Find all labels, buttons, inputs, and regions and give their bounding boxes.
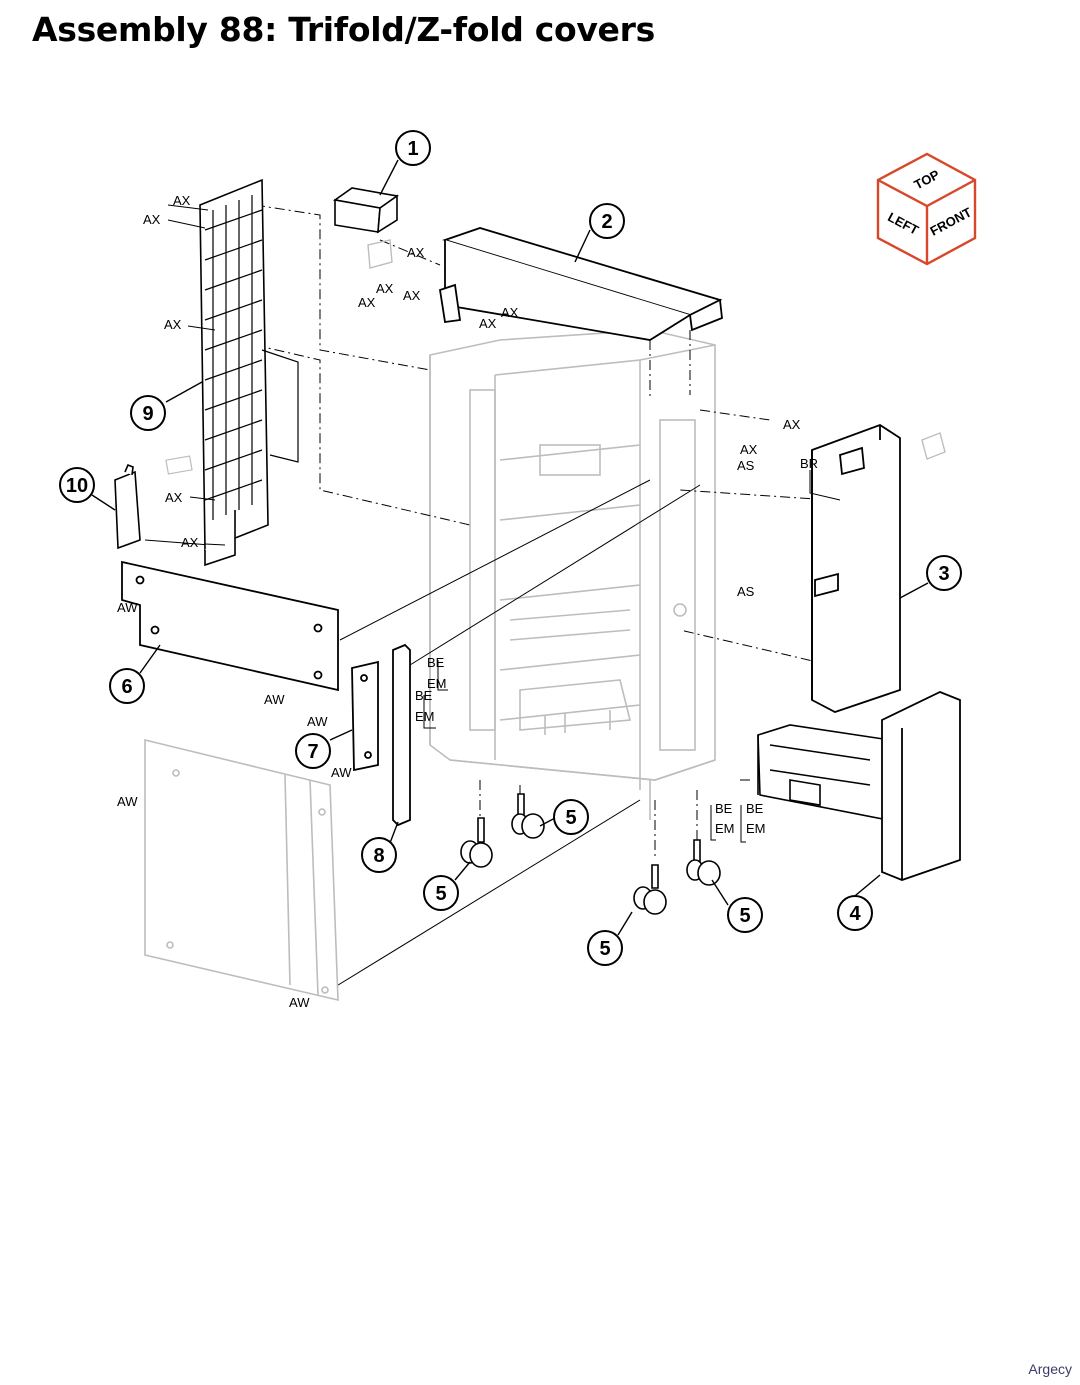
callout-3-circle (926, 555, 962, 591)
tag-aw: AW (307, 714, 328, 729)
callout-leaders (91, 159, 929, 936)
tag-be: BE (427, 655, 445, 670)
tag-ax: AX (173, 193, 191, 208)
callout-5c-circle (727, 897, 763, 933)
callout-circles (59, 130, 962, 966)
callout-1: 1 (407, 138, 418, 160)
part-2-top-cover (438, 227, 723, 341)
tag-ax: AX (403, 288, 421, 303)
tag-ax: AX (501, 305, 519, 320)
callout-numbers: 1 2 3 4 5 5 5 5 6 7 8 9 10 (66, 138, 950, 960)
part-7-plate (351, 660, 379, 772)
callout-3: 3 (938, 563, 949, 585)
leader-lines (254, 204, 831, 860)
caster-d (686, 839, 721, 886)
callout-9: 9 (142, 403, 153, 425)
tag-ax: AX (407, 245, 425, 260)
callout-6: 6 (121, 676, 132, 698)
part-8-strip (392, 643, 411, 827)
callout-7: 7 (307, 741, 318, 763)
callout-4: 4 (849, 903, 861, 925)
tag-ax: AX (143, 212, 161, 227)
tag-br: BR (800, 456, 818, 471)
orientation-cube: TOP LEFT FRONT (876, 152, 977, 266)
tag-be: BE (715, 801, 733, 816)
callout-10-circle (59, 467, 95, 503)
part-10-bracket (114, 463, 141, 550)
callout-5a-circle (553, 799, 589, 835)
tag-ax: AX (358, 295, 376, 310)
callout-1-circle (395, 130, 431, 166)
page-title: Assembly 88: Trifold/Z-fold covers (32, 10, 655, 49)
part-1-bracket (332, 187, 400, 234)
tag-em: EM (715, 821, 735, 836)
tag-ax: AX (740, 442, 758, 457)
part-6-plate (121, 560, 339, 692)
callout-4-circle (837, 895, 873, 931)
tag-aw: AW (289, 995, 310, 1010)
part-4-tray (757, 724, 891, 821)
callout-5b-circle (423, 875, 459, 911)
part-9-grill-cover (199, 178, 269, 567)
part-3-label-chip (921, 432, 946, 460)
tag-aw: AW (264, 692, 285, 707)
part-1-clip (367, 239, 393, 269)
callout-5d: 5 (599, 938, 610, 960)
caster-a (460, 817, 493, 868)
caster-c (633, 864, 667, 915)
tag-ax: AX (165, 490, 183, 505)
tag-as: AS (737, 584, 755, 599)
tag-be: BE (746, 801, 764, 816)
caster-b (511, 793, 545, 839)
tag-em: EM (415, 709, 435, 724)
footer-brand: Argecy (1028, 1361, 1072, 1377)
callout-5c: 5 (739, 905, 750, 927)
callout-5b: 5 (435, 883, 446, 905)
fastener-tags: AX AX AX AX AX AX AX AX AX AX AX AX AX A… (117, 193, 818, 1010)
tag-ax: AX (479, 316, 497, 331)
tag-ax: AX (376, 281, 394, 296)
tag-as: AS (737, 458, 755, 473)
callout-2: 2 (601, 211, 612, 233)
tag-aw: AW (331, 765, 352, 780)
tag-em: EM (746, 821, 766, 836)
front-door (144, 738, 339, 1002)
tag-aw: AW (117, 600, 138, 615)
callout-5a: 5 (565, 807, 576, 829)
callout-8-circle (361, 837, 397, 873)
tag-aw: AW (117, 794, 138, 809)
callout-8: 8 (373, 845, 384, 867)
part-3-side-cover (811, 423, 901, 713)
part-9-back-flap (261, 349, 299, 463)
main-frame (429, 329, 716, 820)
callout-5d-circle (587, 930, 623, 966)
callout-2-circle (589, 203, 625, 239)
callout-9-circle (130, 395, 166, 431)
part-9-grill-lattice (204, 195, 263, 520)
tag-ax: AX (164, 317, 182, 332)
part-5-casters (460, 793, 721, 915)
callout-10: 10 (66, 475, 88, 497)
callout-7-circle (295, 733, 331, 769)
callout-6-circle (109, 668, 145, 704)
tag-ax: AX (783, 417, 801, 432)
part-4-front-panel (881, 691, 961, 881)
tag-brackets (167, 204, 841, 843)
tag-ax: AX (181, 535, 199, 550)
tag-em: EM (427, 676, 447, 691)
part-9-label-plate (165, 455, 193, 475)
